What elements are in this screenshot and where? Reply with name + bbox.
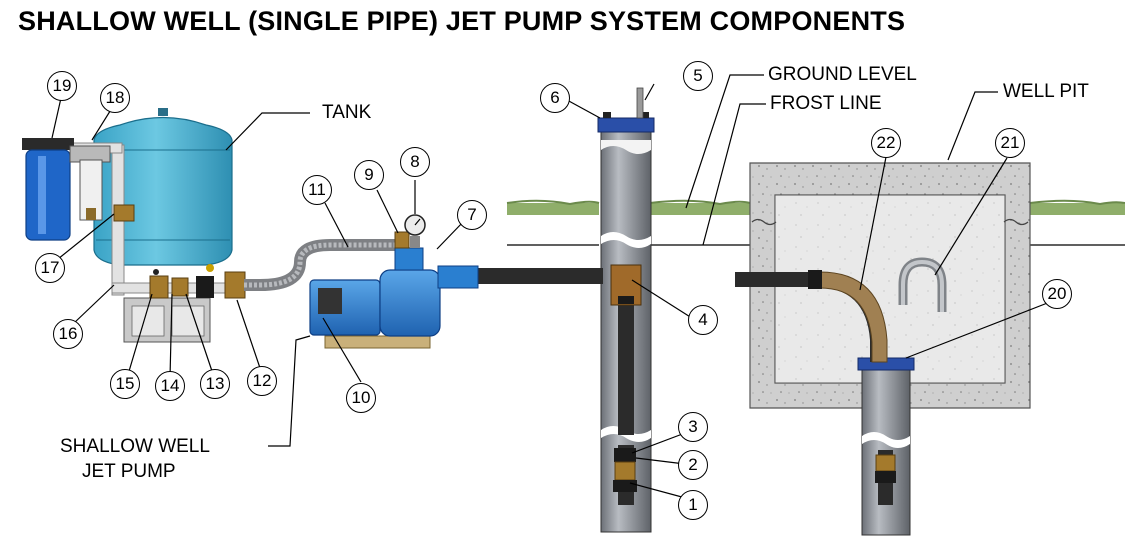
pit-well	[735, 257, 947, 536]
callout-21: 21	[995, 128, 1025, 158]
callout-22: 22	[871, 128, 901, 158]
callout-13: 13	[200, 369, 230, 399]
callout-16: 16	[53, 319, 83, 349]
leader-lines	[51, 74, 1051, 501]
callout-18: 18	[100, 83, 130, 113]
suction-pipe	[478, 268, 603, 284]
label-well-pit: WELL PIT	[1003, 81, 1089, 102]
label-ground-level: GROUND LEVEL	[768, 64, 917, 85]
label-pump-line2: JET PUMP	[82, 461, 176, 482]
label-tank: TANK	[322, 102, 372, 123]
callout-5: 5	[683, 61, 713, 91]
callout-10: 10	[346, 383, 376, 413]
well-casing	[597, 87, 655, 533]
callout-1: 1	[678, 490, 708, 520]
label-pump-line1: SHALLOW WELL	[60, 436, 210, 457]
callout-2: 2	[678, 450, 708, 480]
callout-7: 7	[457, 200, 487, 230]
tank-piping	[69, 142, 246, 299]
callout-12: 12	[247, 366, 277, 396]
callout-11: 11	[302, 175, 332, 205]
callout-4: 4	[688, 305, 718, 335]
label-frost-line: FROST LINE	[770, 93, 882, 114]
flex-hose	[244, 239, 400, 291]
tank-stand	[123, 297, 211, 343]
callout-19: 19	[47, 71, 77, 101]
callout-9: 9	[354, 160, 384, 190]
callout-15: 15	[110, 369, 140, 399]
callout-14: 14	[155, 371, 185, 401]
callout-3: 3	[678, 412, 708, 442]
callout-20: 20	[1042, 279, 1072, 309]
jet-pump	[309, 214, 479, 349]
ground-grass	[506, 199, 1125, 215]
filter-housings	[22, 138, 111, 241]
callout-17: 17	[35, 253, 65, 283]
diagram-title: SHALLOW WELL (SINGLE PIPE) JET PUMP SYST…	[18, 6, 906, 36]
pressure-tank	[93, 108, 233, 266]
callout-8: 8	[400, 147, 430, 177]
callout-6: 6	[540, 83, 570, 113]
